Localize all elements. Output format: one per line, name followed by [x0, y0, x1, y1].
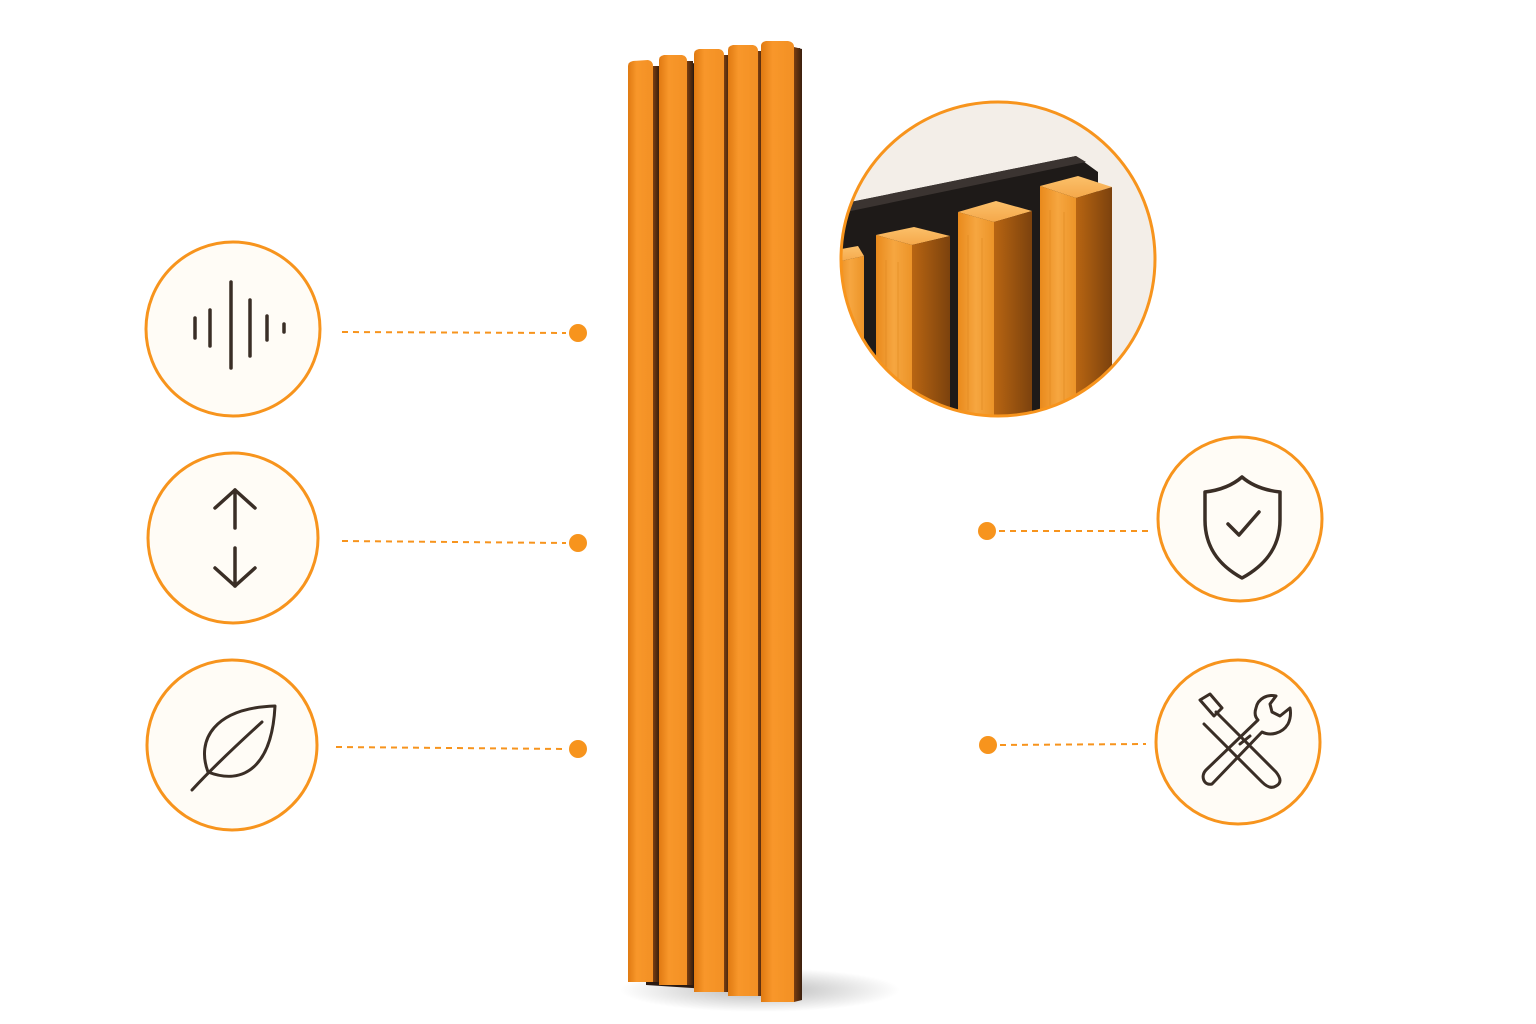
tools-icon — [1198, 692, 1292, 789]
connector-eco — [335, 740, 587, 758]
callout-closeup — [842, 103, 1154, 415]
badge-ring — [144, 240, 322, 418]
feature-badge-installation — [1154, 658, 1322, 826]
feature-badge-eco — [145, 658, 319, 832]
badge-ring — [1154, 658, 1322, 826]
closeup-slat-c — [1040, 176, 1112, 415]
slat-4 — [728, 45, 764, 996]
acoustic-panel — [620, 41, 900, 1012]
callout-ring — [839, 100, 1157, 418]
connector-height — [341, 534, 587, 552]
slat-2 — [659, 55, 693, 985]
badge-ring — [1156, 435, 1324, 603]
connector-installation — [979, 736, 1147, 754]
closeup-slat-b — [958, 201, 1032, 415]
slat-3 — [694, 49, 730, 992]
connector-protection — [978, 522, 1148, 540]
vertical-arrows-icon — [213, 488, 257, 588]
feature-badge-height — [146, 451, 320, 625]
feature-badge-sound — [144, 240, 322, 418]
badge-ring — [145, 658, 319, 832]
detail-callout — [839, 100, 1157, 418]
leaf-icon — [190, 704, 277, 792]
connector-sound — [341, 324, 587, 342]
slat-1 — [628, 60, 659, 982]
slat-5 — [761, 41, 802, 1002]
badge-ring — [146, 451, 320, 625]
sound-wave-icon — [193, 280, 286, 370]
feature-badge-protection — [1156, 435, 1324, 603]
shield-check-icon — [1203, 475, 1282, 580]
